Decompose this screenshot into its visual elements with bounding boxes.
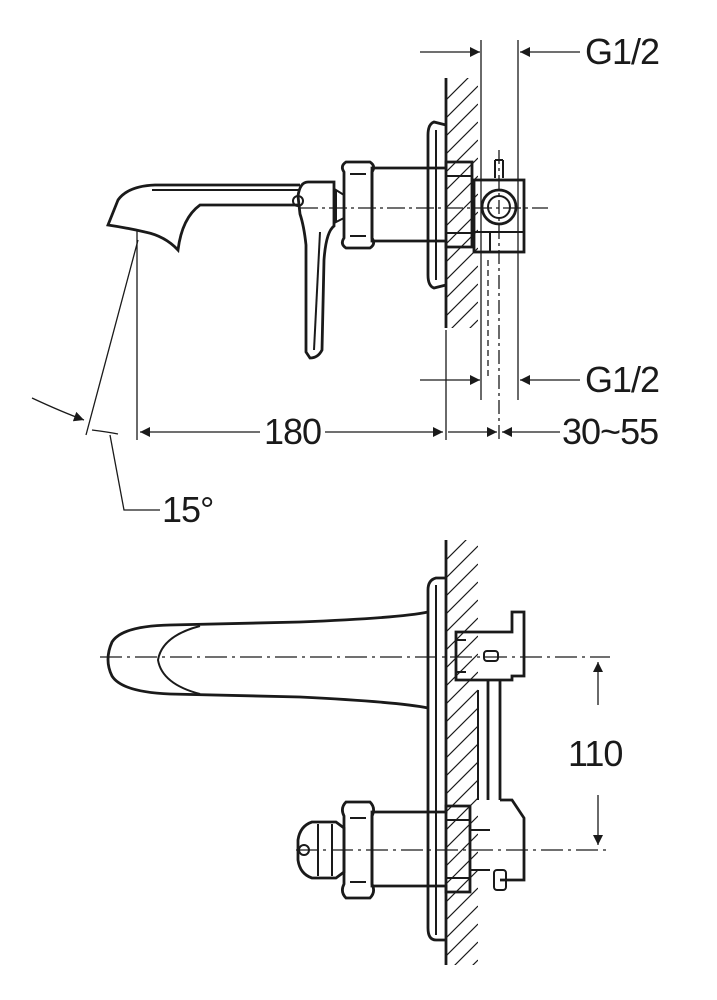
spout-side — [106, 183, 300, 254]
spout-front — [106, 610, 429, 710]
depth-dimension: 30~55 — [448, 411, 659, 452]
angle-label: 15° — [162, 489, 213, 530]
center-distance-dimension: 110 — [568, 662, 623, 845]
thread-label-bottom: G1/2 — [585, 359, 659, 400]
angle-dimension: 15° — [31, 239, 214, 530]
thread-dimension-bottom: G1/2 — [420, 359, 660, 400]
escutcheon-plate-front — [426, 576, 446, 942]
escutcheon-plate — [426, 120, 447, 290]
center-distance-label: 110 — [568, 733, 622, 774]
side-view: G1/2 G1/2 180 30~55 15° — [31, 31, 660, 530]
mounting-box — [472, 159, 526, 254]
front-view: 110 — [100, 540, 623, 965]
valve-body — [335, 160, 474, 250]
length-label: 180 — [264, 411, 321, 452]
mounting-box-front — [454, 610, 526, 891]
thread-label-top: G1/2 — [585, 31, 659, 72]
pipe-lines — [480, 40, 519, 440]
wall-hatch-bottom — [444, 540, 478, 965]
lever-handle — [292, 180, 336, 360]
thread-dimension-top: G1/2 — [420, 31, 660, 72]
depth-label: 30~55 — [562, 411, 658, 452]
length-dimension: 180 — [140, 411, 443, 452]
